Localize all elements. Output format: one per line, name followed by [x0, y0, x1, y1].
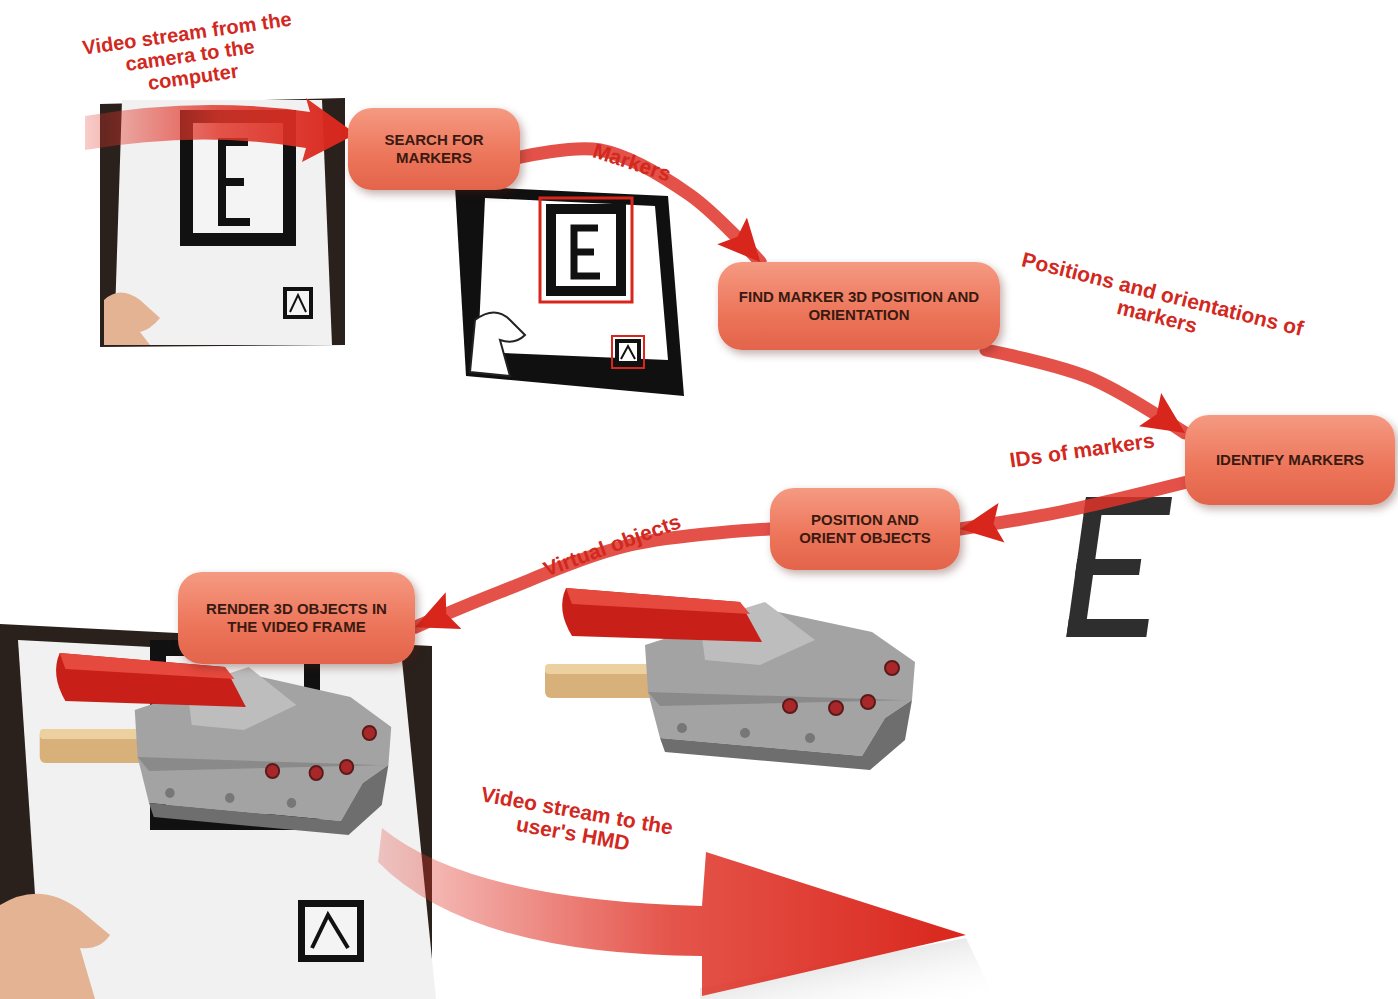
small-marker-inner — [287, 291, 309, 315]
hand-silhouette — [470, 313, 525, 377]
marker-inner — [556, 214, 616, 286]
marker-frame — [546, 204, 626, 296]
hand — [0, 894, 110, 999]
threshold-frame — [455, 186, 684, 396]
detected-outline — [612, 336, 644, 368]
box-label: RENDER 3D OBJECTS IN THE VIDEO FRAME — [190, 600, 403, 636]
edge-label: Virtual objects — [514, 500, 710, 590]
box-label: FIND MARKER 3D POSITION AND ORIENTATION — [730, 288, 988, 324]
input-stream-arrow — [85, 98, 356, 162]
small-marker-inner — [619, 343, 637, 361]
identified-glyph — [1066, 497, 1172, 637]
detected-outline — [540, 198, 632, 302]
flow-arrow — [986, 350, 1185, 433]
process-box: FIND MARKER 3D POSITION AND ORIENTATION — [718, 262, 1000, 350]
process-box: IDENTIFY MARKERS — [1185, 415, 1395, 505]
box-label: POSITION AND ORIENT OBJECTS — [782, 511, 948, 547]
process-box: RENDER 3D OBJECTS IN THE VIDEO FRAME — [178, 572, 415, 664]
marker-glyph — [574, 228, 600, 276]
small-marker — [298, 900, 364, 962]
process-box: SEARCH FOR MARKERS — [348, 108, 520, 190]
overlaid-object — [40, 653, 392, 835]
flow-arrow — [960, 483, 1185, 530]
stream-label: Video stream to the user's HMD — [453, 778, 697, 865]
virtual-object — [545, 588, 915, 770]
small-marker-inner — [305, 907, 357, 955]
small-marker — [615, 339, 641, 365]
small-marker-glyph — [621, 346, 635, 359]
box-label: SEARCH FOR MARKERS — [360, 131, 508, 167]
small-marker — [283, 287, 313, 319]
glyph-stroke — [1075, 559, 1141, 575]
glyph-stroke — [1066, 619, 1149, 637]
output-stream-arrow — [378, 828, 966, 996]
small-marker-glyph — [290, 295, 306, 312]
edge-label: Positions and orientations of markers — [994, 243, 1325, 368]
small-marker-glyph — [312, 915, 348, 948]
stream-label: Video stream from the camera to the comp… — [76, 7, 303, 103]
edge-label: IDs of markers — [981, 425, 1182, 476]
rendered-frame — [0, 624, 436, 999]
box-label: IDENTIFY MARKERS — [1216, 451, 1364, 469]
edge-label: Markers — [562, 129, 702, 194]
frame-background — [455, 186, 684, 396]
marker-glyph — [222, 142, 250, 222]
hand — [104, 293, 160, 346]
process-box: POSITION AND ORIENT OBJECTS — [770, 488, 960, 570]
